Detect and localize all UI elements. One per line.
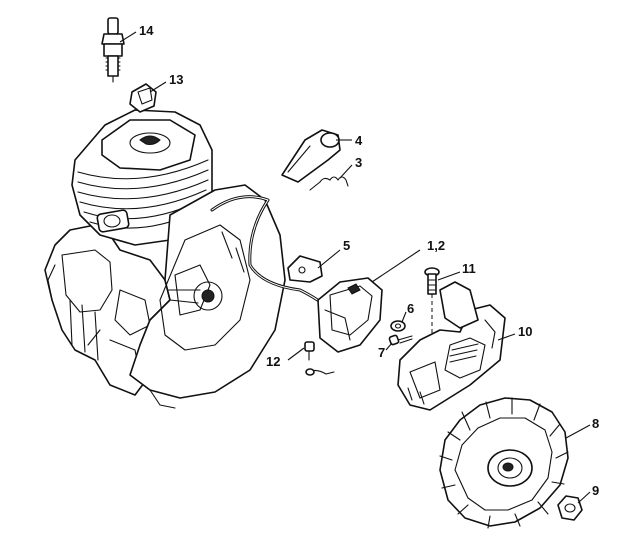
callout-12: 12: [266, 354, 280, 369]
bushing-13: [129, 83, 157, 113]
callout-3: 3: [355, 155, 362, 170]
callout-10: 10: [518, 324, 532, 339]
spark-plug-14: [101, 17, 125, 83]
callout-13: 13: [169, 72, 183, 87]
ground-terminal: [305, 368, 335, 376]
callout-8: 8: [592, 416, 599, 431]
callout-14: 14: [139, 23, 154, 38]
screw-7: [388, 334, 413, 346]
plug-boot-4: [281, 129, 341, 183]
screw-12: [304, 341, 315, 361]
callout-11: 11: [462, 261, 476, 276]
spring-3: [309, 176, 349, 191]
fan-housing: [129, 184, 286, 409]
callout-9: 9: [592, 483, 599, 498]
ignition-module-1-2: [317, 277, 383, 353]
callout-5: 5: [343, 238, 350, 253]
leader-lines: [119, 31, 591, 504]
callouts: 14 13 4 3 5 1,2 11 6 7 10 12 8 9: [139, 23, 599, 498]
callout-7: 7: [378, 345, 385, 360]
flywheel-8: [439, 397, 569, 529]
washer-6: [390, 320, 406, 332]
nut-9: [557, 495, 583, 521]
ignition-lead: [210, 195, 332, 312]
callout-4: 4: [355, 133, 363, 148]
shroud-10: [397, 281, 506, 411]
bracket-5: [287, 255, 323, 283]
callout-6: 6: [407, 301, 414, 316]
callout-1-2: 1,2: [427, 238, 445, 253]
